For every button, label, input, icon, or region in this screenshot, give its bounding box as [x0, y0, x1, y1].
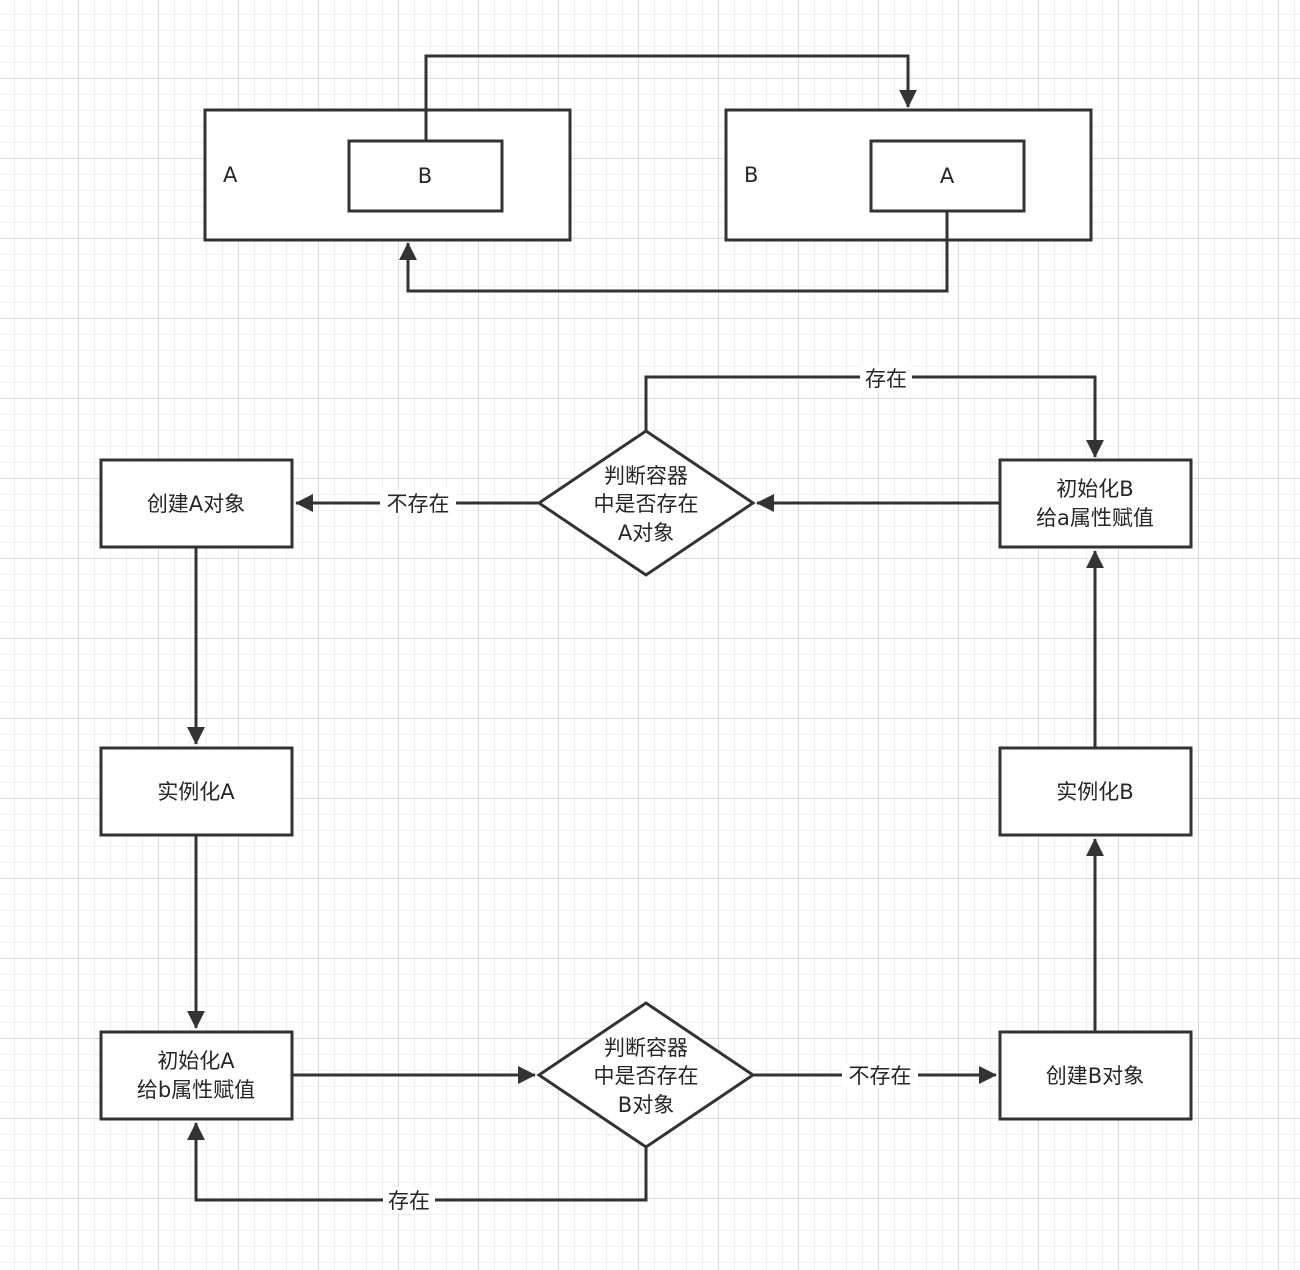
label-exists-top: 存在	[860, 365, 912, 391]
node-check-b-line2: 中是否存在	[594, 1064, 699, 1088]
svg-text:不存在: 不存在	[387, 492, 450, 516]
node-check-b-line1: 判断容器	[604, 1036, 688, 1060]
node-create-b-text: 创建B对象	[1046, 1064, 1144, 1088]
ref-b-to-a-connector[interactable]	[399, 211, 949, 293]
label-not-exists-left: 不存在	[380, 490, 456, 516]
svg-text:存在: 存在	[865, 367, 907, 391]
class-a-label: A	[223, 163, 238, 187]
node-instantiate-b-text: 实例化B	[1056, 780, 1133, 804]
node-init-a-line1: 初始化A	[157, 1049, 235, 1073]
node-check-a-line1: 判断容器	[604, 464, 688, 488]
node-instantiate-a[interactable]: 实例化A	[99, 746, 294, 837]
label-exists-bottom: 存在	[383, 1187, 435, 1213]
class-b-field-a-label: A	[940, 164, 955, 188]
node-check-a-exists[interactable]: 判断容器 中是否存在 A对象	[536, 429, 756, 577]
node-check-a-line2: 中是否存在	[594, 492, 699, 516]
node-check-b-line3: B对象	[618, 1093, 674, 1117]
node-instantiate-b[interactable]: 实例化B	[998, 746, 1193, 837]
svg-text:不存在: 不存在	[849, 1064, 912, 1088]
node-init-a[interactable]: 初始化A 给b属性赋值	[99, 1030, 294, 1121]
class-b-field-a-box[interactable]: A	[869, 139, 1026, 213]
node-init-b[interactable]: 初始化B 给a属性赋值	[998, 458, 1193, 549]
node-instantiate-a-text: 实例化A	[157, 780, 235, 804]
node-init-a-line2: 给b属性赋值	[137, 1078, 255, 1102]
node-create-b[interactable]: 创建B对象	[998, 1030, 1193, 1121]
node-create-a-text: 创建A对象	[147, 492, 245, 516]
node-create-a[interactable]: 创建A对象	[99, 458, 294, 549]
node-init-b-line2: 给a属性赋值	[1036, 506, 1154, 530]
class-b-label: B	[744, 163, 758, 187]
node-check-b-exists[interactable]: 判断容器 中是否存在 B对象	[536, 1001, 756, 1149]
class-a-field-b-box[interactable]: B	[347, 139, 504, 213]
node-init-b-line1: 初始化B	[1056, 477, 1133, 501]
svg-text:存在: 存在	[388, 1189, 430, 1213]
node-check-a-line3: A对象	[618, 521, 674, 545]
class-a-field-b-label: B	[418, 164, 432, 188]
ref-a-to-b-connector[interactable]	[424, 54, 917, 141]
label-not-exists-bottom: 不存在	[842, 1062, 918, 1088]
